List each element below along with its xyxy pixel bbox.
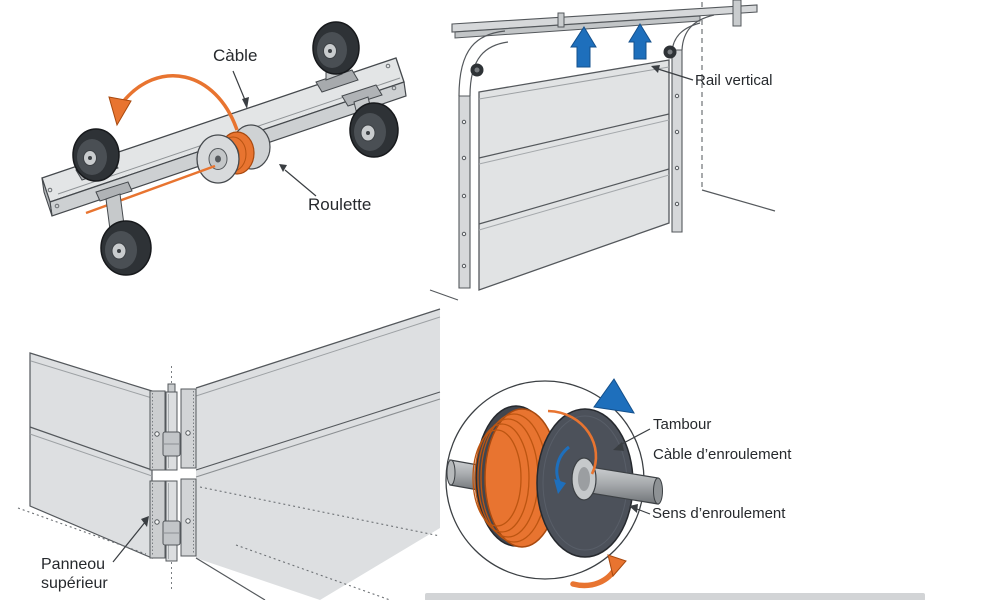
caster-wheel xyxy=(72,128,120,182)
label-top-panel: Panneou supérieur xyxy=(41,556,108,592)
caster-wheel xyxy=(341,84,399,158)
caster-wheel xyxy=(95,181,152,276)
rotation-arrowhead-icon xyxy=(593,378,635,414)
leader-arrowhead-icon xyxy=(279,164,287,172)
cable-drum-figure xyxy=(445,378,663,589)
label-winding-cable: Càble d’enroulement xyxy=(653,446,792,463)
label-rail-vertical: Rail vertical xyxy=(695,72,773,89)
horizontal-track xyxy=(451,4,758,33)
hinge-assembly xyxy=(149,366,197,592)
caster-wheel xyxy=(312,21,360,93)
leader-arrowhead-icon xyxy=(242,97,249,109)
label-winding-direction: Sens d’enroulement xyxy=(652,505,786,522)
leader-arrowhead-icon xyxy=(141,516,149,527)
leader-arrowhead-icon xyxy=(651,65,660,73)
orange-rotation-arrow-icon xyxy=(570,564,619,589)
label-cable: Càble xyxy=(213,46,258,65)
vertical-rail-left xyxy=(458,95,471,289)
panel-corner-figure xyxy=(17,308,441,600)
panel-right xyxy=(196,309,440,600)
cable-strand xyxy=(547,409,598,475)
label-roller: Roulette xyxy=(308,195,372,214)
vertical-rail-right xyxy=(671,49,683,233)
leader-arrowhead-icon xyxy=(613,442,624,451)
leader-arrowhead-icon xyxy=(629,504,638,513)
garage-door-figure xyxy=(429,0,776,301)
label-drum: Tambour xyxy=(653,416,712,433)
cable-arc xyxy=(120,74,239,131)
orange-arrowhead-icon xyxy=(108,96,132,127)
up-arrow-icon xyxy=(628,23,652,60)
cable-spool xyxy=(196,124,271,184)
bottom-panel-fragment xyxy=(425,593,925,600)
up-arrow-icon xyxy=(570,26,597,68)
cable-trolley-figure xyxy=(41,21,407,276)
